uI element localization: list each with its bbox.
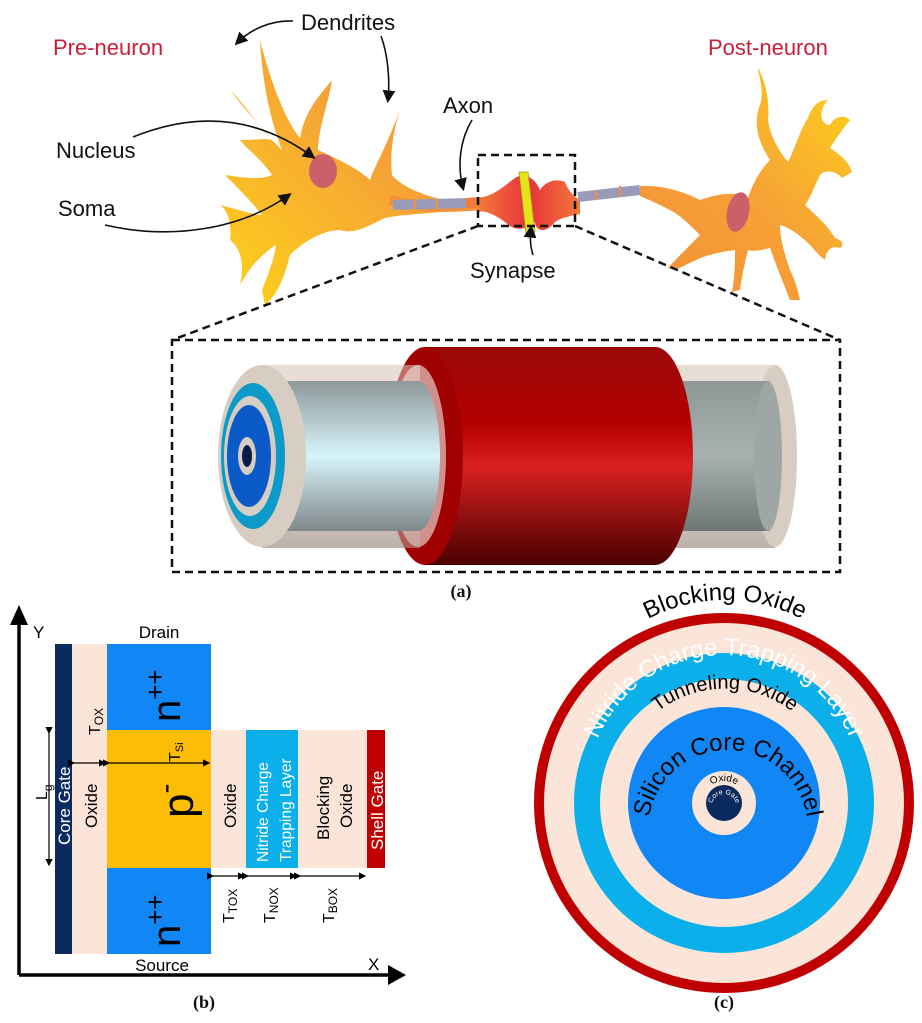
shell-gate-label: Shell Gate bbox=[368, 771, 387, 850]
pre-axon bbox=[388, 195, 483, 212]
source-label: Source bbox=[135, 956, 189, 975]
post-neuron-label: Post-neuron bbox=[708, 35, 828, 60]
dimension-arrows bbox=[45, 727, 367, 880]
core-gate-region bbox=[55, 644, 72, 954]
axon-label: Axon bbox=[443, 93, 493, 118]
drain-label: Drain bbox=[139, 623, 180, 642]
n-top-label: n++ bbox=[140, 669, 189, 722]
drain-n-region bbox=[107, 644, 211, 730]
caption-c: (c) bbox=[714, 992, 734, 1013]
soma-arrow bbox=[104, 193, 292, 233]
device-3d bbox=[218, 347, 797, 565]
nitride-label-line2: Trapping Layer bbox=[278, 758, 295, 862]
pre-neuron-label: Pre-neuron bbox=[53, 35, 163, 60]
pre-nucleus bbox=[309, 154, 337, 188]
x-axis-label: X bbox=[368, 955, 379, 974]
ttox-label: TTOX bbox=[221, 889, 240, 923]
tbox-label: TBOX bbox=[321, 888, 340, 923]
zoom-indicator bbox=[170, 153, 842, 574]
shell-gate-text: Shell Gate bbox=[687, 595, 761, 615]
nucleus-arrow bbox=[132, 120, 316, 159]
pre-neuron-shape bbox=[220, 40, 470, 305]
post-neuron-shape bbox=[640, 68, 852, 300]
lg-label: Lg bbox=[34, 784, 55, 800]
axes: Y X bbox=[10, 605, 406, 985]
shell-gate-region bbox=[367, 730, 385, 868]
blocking-label-line2: Oxide bbox=[337, 784, 356, 828]
tox-label: TOX bbox=[87, 708, 106, 735]
panel-c: Shell Gate Blocking Oxide Nitride Charge… bbox=[534, 579, 914, 1013]
y-axis-label: Y bbox=[33, 623, 44, 642]
n-bottom-label: n++ bbox=[140, 894, 189, 947]
nucleus-label: Nucleus bbox=[56, 138, 135, 163]
dendrites-arrow-right bbox=[380, 35, 396, 104]
source-n-region bbox=[107, 868, 211, 954]
synapse-shape bbox=[478, 171, 580, 235]
dendrites-label: Dendrites bbox=[301, 10, 395, 35]
label-arrows bbox=[104, 20, 537, 256]
blocking-oxide-region bbox=[298, 730, 367, 868]
soma-label: Soma bbox=[58, 196, 116, 221]
core-gate-disk bbox=[706, 785, 742, 821]
p-mid-label: p- bbox=[149, 784, 203, 818]
post-nucleus bbox=[726, 192, 750, 232]
tsi-label: TSi bbox=[167, 742, 186, 762]
caption-a: (a) bbox=[451, 581, 472, 602]
axon-arrow bbox=[454, 119, 473, 192]
x-axis-arrow-icon bbox=[388, 965, 406, 985]
y-axis-arrow-icon bbox=[10, 605, 28, 625]
p-channel-region bbox=[107, 730, 211, 868]
dendrites-arrow-left bbox=[234, 20, 294, 46]
tnox-label: TNOX bbox=[262, 887, 281, 923]
panel-a: Pre-neuron Post-neuron Dendrites Nucleus… bbox=[53, 10, 852, 602]
nitride-label-line1: Nitride Charge bbox=[255, 762, 272, 862]
synapse-label: Synapse bbox=[470, 258, 556, 283]
panel-b: Y X Drain Source Core Gate Oxide n++ p- … bbox=[10, 605, 406, 1013]
tunnel-oxide-region bbox=[211, 730, 246, 868]
synapse-arrow bbox=[523, 224, 537, 256]
inner-oxide-region bbox=[72, 644, 107, 954]
blocking-label-line1: Blocking bbox=[314, 776, 333, 840]
oxide-text: Oxide bbox=[708, 773, 740, 788]
core-gate-label: Core Gate bbox=[55, 767, 74, 845]
nitride-region bbox=[246, 730, 298, 868]
inner-oxide-label: Oxide bbox=[82, 784, 101, 828]
caption-b: (b) bbox=[193, 992, 215, 1013]
post-axon bbox=[577, 185, 641, 202]
tunnel-oxide-label: Oxide bbox=[221, 784, 240, 828]
